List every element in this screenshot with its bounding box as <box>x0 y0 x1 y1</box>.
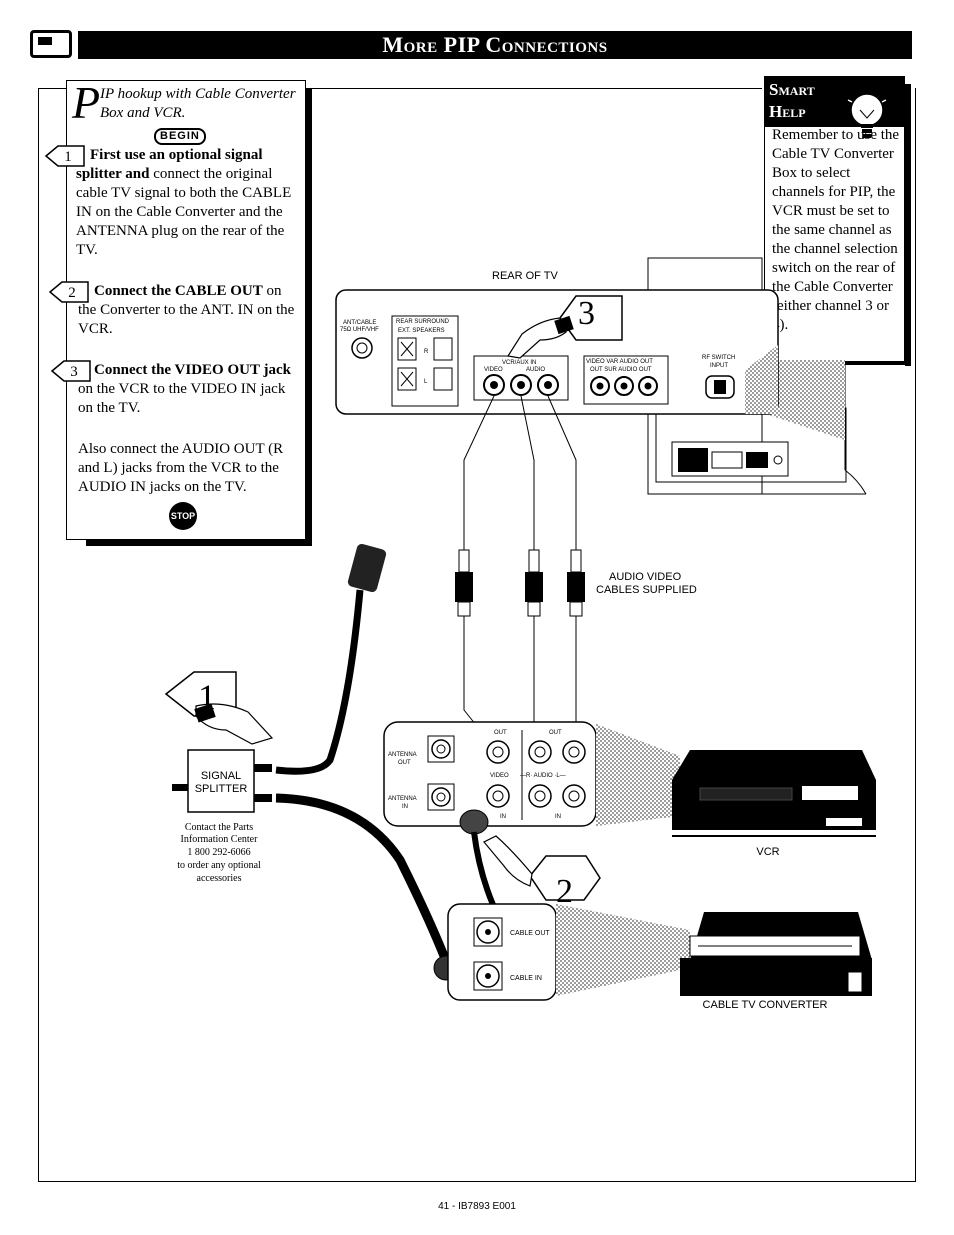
ant-cable-label-2: 75Ω UHF/VHF <box>340 327 379 333</box>
page-title: More PIP Connections <box>78 31 912 59</box>
contact-line: 1 800 292-6066 <box>187 847 250 858</box>
panel-shadow <box>86 540 312 546</box>
rf-input-label: INPUT <box>710 363 728 369</box>
audio-in-label: AUDIO <box>526 367 545 373</box>
video-var-audio-out-label: VIDEO VAR AUDIO OUT <box>586 359 653 365</box>
step-1-number: 1 <box>64 149 72 165</box>
step-2-arrow-icon: 2 <box>48 281 89 303</box>
step-1-hand-icon <box>164 671 274 745</box>
cable-in-label: CABLE IN <box>510 975 542 982</box>
coax-cable <box>275 543 459 981</box>
step-2-number: 2 <box>68 285 76 301</box>
rca-plugs <box>455 549 585 617</box>
contact-line: Contact the Parts <box>185 822 253 833</box>
step-1-bold: First use an optional signal splitter an… <box>76 147 263 182</box>
step-2-hand-icon <box>459 809 601 975</box>
cables-label-2: CABLES SUPPLIED <box>596 584 697 596</box>
contact-line: to order any optional <box>177 860 261 871</box>
page-footer: 41 - IB7893 E001 <box>438 1201 516 1212</box>
converter-back-panel <box>447 903 690 1001</box>
contact-line: Information Center <box>181 834 259 845</box>
antenna-out-label: ANTENNA <box>388 752 417 758</box>
antenna-in-label: ANTENNA <box>388 796 417 802</box>
smart-help-title-line2: Help <box>769 102 806 121</box>
cable-converter-device <box>680 912 872 996</box>
vcr-in-label-2: IN <box>555 814 561 820</box>
tv-rear-panel <box>335 289 779 415</box>
lightbulb-icon <box>847 93 887 138</box>
video-in-label: VIDEO <box>484 367 503 373</box>
instructions-panel <box>66 80 306 540</box>
help-shadow <box>905 84 911 366</box>
step-1-arrow-icon: 1 <box>44 145 85 167</box>
speaker-r-label: R <box>424 349 429 355</box>
audio-video-cables <box>463 395 577 741</box>
badge-2: 2 <box>556 873 573 910</box>
tv-cabinet <box>647 257 867 495</box>
cables-label-1: AUDIO VIDEO <box>609 571 682 583</box>
begin-badge: BEGIN <box>154 128 206 145</box>
vcr-out-label-2: OUT <box>549 730 562 736</box>
vcr-label: VCR <box>756 846 779 858</box>
vcr-out-label: OUT <box>494 730 507 736</box>
splitter-label: SPLITTER <box>195 783 248 795</box>
frame-divider <box>38 88 66 89</box>
panel-shadow <box>306 88 312 546</box>
stop-sign-icon: STOP <box>169 502 197 530</box>
rf-switch-label: RF SWITCH <box>702 355 735 361</box>
sur-audio-out-label: OUT SUR AUDIO OUT <box>590 367 652 373</box>
speaker-l-label: L <box>424 379 428 385</box>
content-frame <box>38 88 916 1182</box>
antenna-out-word: OUT <box>398 760 411 766</box>
step-3-bold: Connect the VIDEO OUT jack <box>94 362 291 378</box>
step-2-body: on the Converter to the ANT. IN on the V… <box>78 283 295 337</box>
rear-surround-label: REAR SURROUND <box>396 319 450 325</box>
signal-splitter <box>172 749 272 813</box>
vcr-device <box>672 750 876 837</box>
step-3-body: on the VCR to the VIDEO IN jack on the T… <box>78 381 286 416</box>
smart-help-title-line1: Smart <box>769 80 815 99</box>
ant-cable-label: ANT/CABLE <box>343 320 376 326</box>
vcr-in-label: IN <box>500 814 506 820</box>
vcr-audio-label: —R· AUDIO ·L— <box>520 773 566 779</box>
step-2-text: Connect the CABLE OUT on the Converter t… <box>78 282 300 339</box>
converter-label: CABLE TV CONVERTER <box>703 999 828 1011</box>
also-text: Also connect the AUDIO OUT (R and L) jac… <box>78 441 284 495</box>
smart-help-text: Remember to use the Cable TV Converter B… <box>772 127 900 333</box>
page-tab-icon <box>30 30 72 58</box>
badge-3: 3 <box>578 295 595 332</box>
ext-speakers-label: EXT. SPEAKERS <box>398 328 445 334</box>
step-3-number: 3 <box>70 364 78 380</box>
step-3-hand-icon <box>507 295 623 359</box>
vcr-video-label: VIDEO <box>490 773 509 779</box>
cable-out-label: CABLE OUT <box>510 930 550 937</box>
antenna-in-word: IN <box>402 804 408 810</box>
contact-line: accessories <box>197 873 242 884</box>
drop-cap: P <box>72 77 101 128</box>
step-1-text: First use an optional signal splitter an… <box>76 146 302 260</box>
step-3-text: Connect the VIDEO OUT jack on the VCR to… <box>78 361 300 418</box>
step-1-body: connect the original cable TV signal to … <box>76 166 292 258</box>
step-2-bold: Connect the CABLE OUT <box>94 283 263 299</box>
contact-info: Contact the Parts Information Center 1 8… <box>177 822 261 884</box>
step-3-arrow-icon: 3 <box>50 360 91 382</box>
signal-label: SIGNAL <box>201 770 241 782</box>
frame-divider <box>306 88 762 89</box>
vcr-aux-in-label: VCR/AUX IN <box>502 360 536 366</box>
intro-text: IP hookup with Cable Converter Box and V… <box>100 86 296 121</box>
badge-1: 1 <box>198 677 216 717</box>
vcr-back-panel <box>383 721 680 827</box>
rear-of-tv-label: REAR OF TV <box>492 270 558 282</box>
